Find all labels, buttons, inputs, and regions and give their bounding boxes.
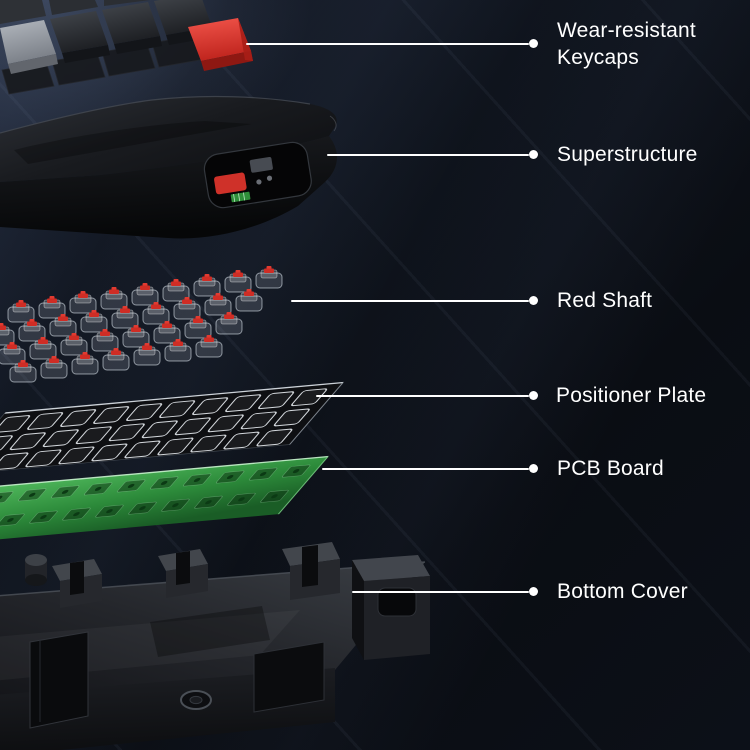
callout-line bbox=[246, 43, 529, 45]
front-slot bbox=[253, 641, 325, 713]
callout-line bbox=[327, 154, 529, 156]
keycaps-layer bbox=[0, 0, 253, 95]
standoff-post bbox=[282, 542, 340, 600]
front-slot bbox=[29, 631, 89, 729]
cylinder-stud bbox=[25, 554, 47, 586]
standoff-post bbox=[158, 549, 208, 598]
superstructure-layer bbox=[0, 95, 337, 239]
callout-line bbox=[352, 591, 529, 593]
pcb-board-layer bbox=[0, 455, 329, 545]
red-switch-in-notch bbox=[214, 172, 247, 195]
callout-dot bbox=[529, 464, 538, 473]
callout-line bbox=[316, 395, 529, 397]
callout-label-superstructure: Superstructure bbox=[557, 143, 698, 166]
callout-line bbox=[291, 300, 529, 302]
gray-keycap bbox=[0, 20, 58, 74]
callout-dot bbox=[529, 587, 538, 596]
callout-label-bottom-cover: Bottom Cover bbox=[557, 580, 688, 603]
callout-line bbox=[322, 468, 529, 470]
callout-label-red-shaft: Red Shaft bbox=[557, 289, 653, 312]
bottom-cover-layer bbox=[0, 542, 430, 750]
callout-label-keycaps: Wear-resistant Keycaps bbox=[557, 19, 696, 69]
callout-dot bbox=[529, 391, 538, 400]
screw-boss bbox=[180, 690, 212, 710]
standoff-post bbox=[52, 559, 102, 608]
positioner-plate-layer bbox=[0, 381, 344, 476]
callout-label-positioner-plate: Positioner Plate bbox=[556, 384, 707, 407]
right-wall-block bbox=[352, 555, 430, 660]
callout-dot bbox=[529, 150, 538, 159]
callout-dot bbox=[529, 39, 538, 48]
callout-label-pcb-board: PCB Board bbox=[557, 457, 664, 480]
red-shaft-layer bbox=[0, 265, 283, 383]
callout-dot bbox=[529, 296, 538, 305]
connector-notch bbox=[203, 141, 312, 209]
red-keycap bbox=[188, 18, 253, 71]
